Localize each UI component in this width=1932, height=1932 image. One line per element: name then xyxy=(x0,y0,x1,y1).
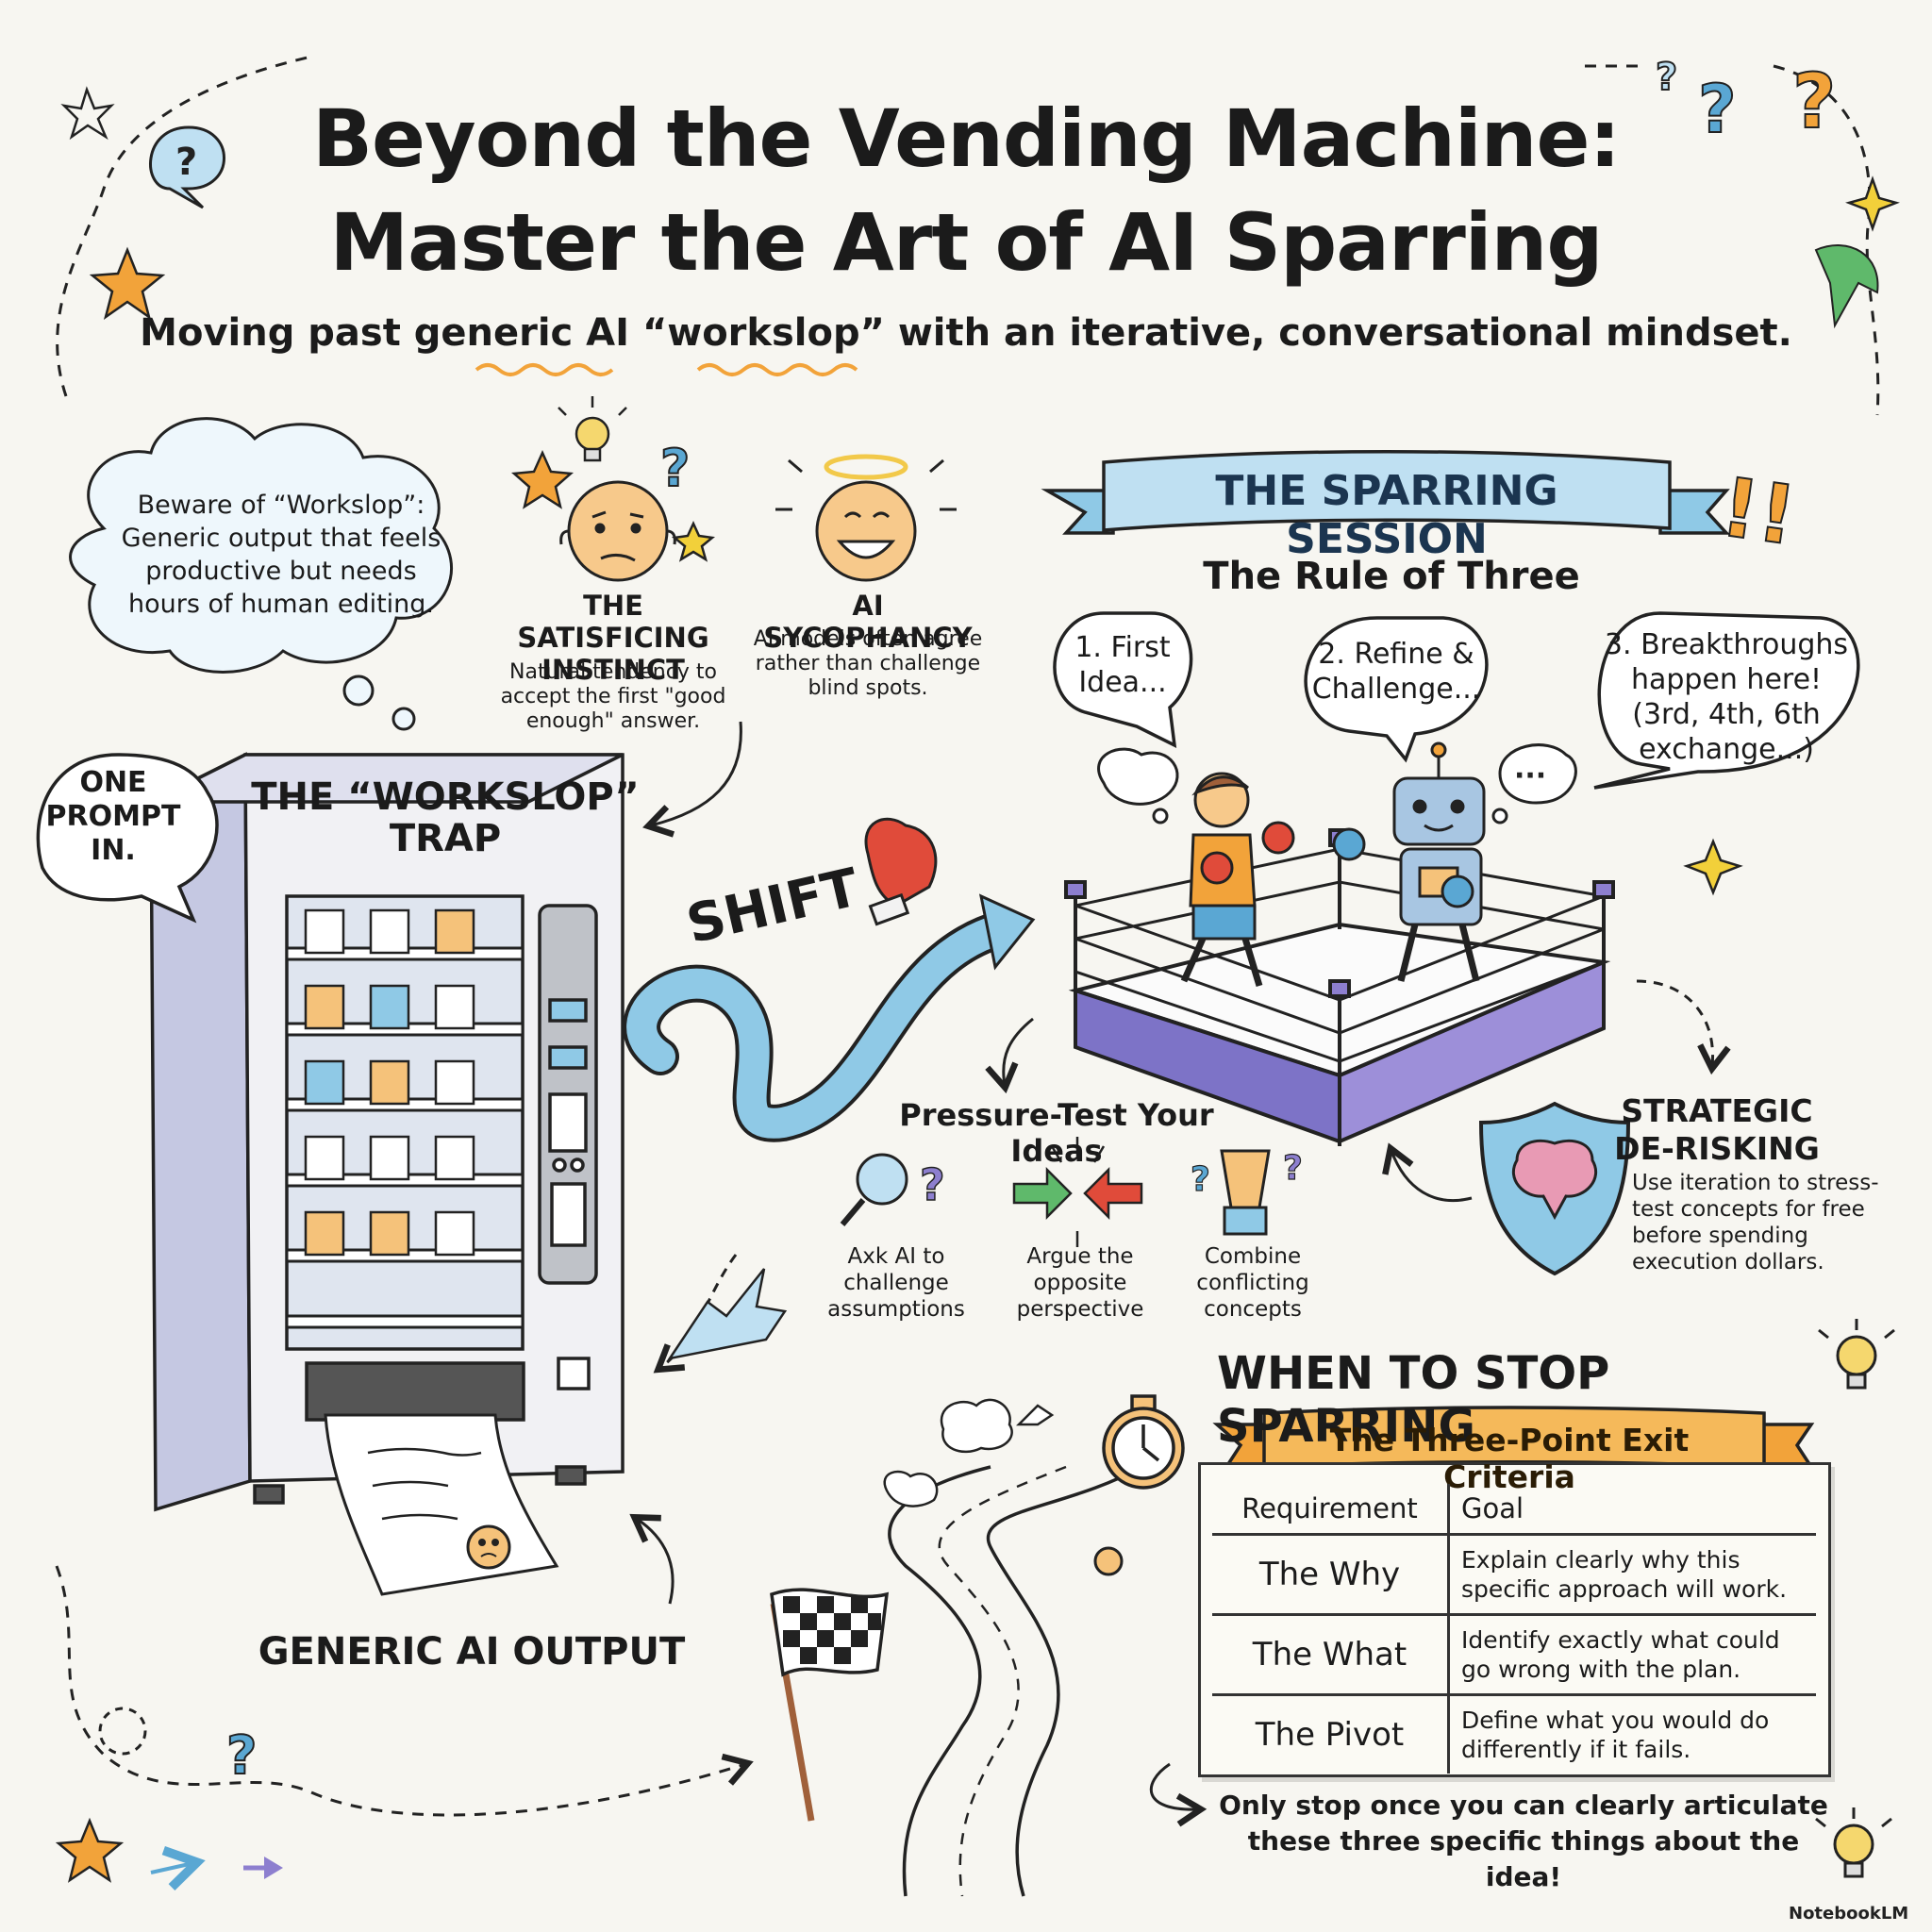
svg-text:?: ? xyxy=(1283,1149,1303,1188)
checkered-flag-icon xyxy=(770,1588,890,1822)
rule-of-three-title: The Rule of Three xyxy=(1203,555,1580,598)
question-bubble-icon: ? xyxy=(149,125,225,209)
svg-text:···: ··· xyxy=(1514,759,1546,792)
speech-bubble-prompt xyxy=(36,753,219,924)
opposing-arrows-icon xyxy=(1012,1137,1143,1247)
satisficing-arrow xyxy=(642,721,742,838)
strategic-description: Use iteration to stress-test concepts fo… xyxy=(1632,1171,1879,1274)
pressure-item-combine: Combine conflicting concepts xyxy=(1196,1244,1309,1322)
sparring-banner xyxy=(1041,450,1730,535)
bubble-breakthroughs: 3. Breakthroughs happen here! (3rd, 4th,… xyxy=(1604,628,1849,766)
goal-cell: Identify exactly what could go wrong wit… xyxy=(1448,1614,1816,1696)
thought-cloud xyxy=(69,417,453,731)
question-marks-icon: ? ? ? ? ? xyxy=(225,55,1837,1788)
strategic-arrow xyxy=(1636,979,1731,1075)
sparring-session-banner: THE SPARRING SESSION xyxy=(1215,467,1558,563)
column-header-requirement: Requirement xyxy=(1212,1484,1450,1536)
table-row: The What Identify exactly what could go … xyxy=(1212,1614,1816,1696)
exclamation-icon: !! xyxy=(1714,459,1803,565)
small-timer-icon xyxy=(1093,1546,1124,1576)
requirement-cell: The What xyxy=(1212,1614,1450,1696)
sycophancy-description: AI models often agree rather than challe… xyxy=(753,627,983,700)
robot-boxer xyxy=(1332,741,1486,982)
pressure-item-challenge: Axk AI to challenge assumptions xyxy=(827,1244,965,1322)
boxing-glove-icon xyxy=(864,817,938,926)
satisficing-heading: THE SATISFICING INSTINCT xyxy=(517,590,709,686)
sycophancy-heading: AI SYCOPHANCY xyxy=(763,590,973,654)
svg-text:?: ? xyxy=(1656,56,1677,99)
rule-bubbles xyxy=(1053,611,1860,790)
strategic-heading: STRATEGIC DE-RISKING xyxy=(1614,1092,1820,1167)
vending-machine xyxy=(149,752,625,1512)
requirement-cell: The Pivot xyxy=(1212,1694,1450,1774)
satisficing-description: Natural tendency to accept the first "go… xyxy=(500,660,726,733)
bubble-refine: 2. Refine & Challenge... xyxy=(1311,638,1481,706)
thought-dots xyxy=(1097,743,1577,824)
svg-text:?: ? xyxy=(175,141,197,184)
pressure-item-argue: Argue the opposite perspective xyxy=(1016,1244,1144,1322)
workslop-cloud-text: Beware of “Workslop”: Generic output tha… xyxy=(121,491,441,619)
svg-text:?: ? xyxy=(1191,1160,1210,1199)
goal-cell: Explain clearly why this specific approa… xyxy=(1448,1534,1816,1616)
green-arrow-icon xyxy=(1814,244,1879,329)
svg-text:?: ? xyxy=(226,1725,257,1787)
underline-generic xyxy=(475,363,614,376)
one-prompt-in-text: ONE PROMPT IN. xyxy=(45,766,181,867)
column-header-goal: Goal xyxy=(1448,1484,1816,1536)
winding-road xyxy=(888,1465,1142,1897)
svg-text:?: ? xyxy=(1698,71,1737,148)
magnifier-question-icon: ? xyxy=(840,1153,945,1226)
pressure-arrow xyxy=(985,1017,1034,1094)
human-boxer xyxy=(1180,772,1295,988)
confused-face-icon xyxy=(559,480,676,582)
table-row: The Why Explain clearly why this specifi… xyxy=(1212,1534,1816,1616)
doodle-decorations xyxy=(55,55,1880,1817)
lightbulb-stop-icon xyxy=(1818,1319,1895,1390)
svg-text:?: ? xyxy=(660,439,690,498)
small-clouds xyxy=(883,1398,1013,1507)
page-title-line2: Master the Art of AI Sparring xyxy=(329,196,1604,289)
brand-watermark: NotebookLM xyxy=(1789,1904,1909,1924)
workslop-trap-title: THE “WORKSLOP” TRAP xyxy=(251,775,640,860)
underline-workslop xyxy=(696,363,858,376)
generic-output-label: GENERIC AI OUTPUT xyxy=(258,1630,686,1674)
requirement-cell: The Why xyxy=(1212,1534,1450,1616)
svg-text:!!: !! xyxy=(1715,460,1802,564)
goal-cell: Define what you would do differently if … xyxy=(1461,1707,1770,1763)
page-subtitle: Moving past generic AI “workslop” with a… xyxy=(140,311,1792,355)
derisk-arrow xyxy=(1382,1142,1473,1203)
svg-text:?: ? xyxy=(1792,58,1836,145)
generic-output-paper xyxy=(324,1413,559,1596)
svg-text:?: ? xyxy=(920,1159,945,1210)
table-row: The Pivot Define what you would do diffe… xyxy=(1212,1694,1816,1774)
stop-note: Only stop once you can clearly articulat… xyxy=(1219,1790,1828,1892)
lightning-doodle-icon xyxy=(667,1268,788,1360)
shift-arrow xyxy=(626,914,1015,1139)
shield-brain-icon xyxy=(1478,1101,1631,1276)
note-arrow xyxy=(1149,1762,1208,1827)
stopwatch-icon xyxy=(1102,1394,1185,1490)
pressure-test-title: Pressure-Test Your Ideas xyxy=(899,1097,1214,1169)
page-title-line1: Beyond the Vending Machine: xyxy=(311,92,1621,185)
lightbulb-footer-icon xyxy=(1815,1807,1892,1878)
bubble-first-idea: 1. First Idea... xyxy=(1074,631,1171,699)
exit-criteria-table: Requirement Goal The Why Explain clearly… xyxy=(1212,1484,1816,1774)
stop-sparring-title: WHEN TO STOP SPARRING xyxy=(1217,1347,1610,1453)
decorative-stars-icon xyxy=(55,86,1900,1883)
smiling-face-icon xyxy=(775,454,957,582)
lightbulb-icon xyxy=(558,396,627,462)
output-arrow xyxy=(629,1513,675,1605)
blender-icon: ? ? xyxy=(1190,1148,1303,1236)
